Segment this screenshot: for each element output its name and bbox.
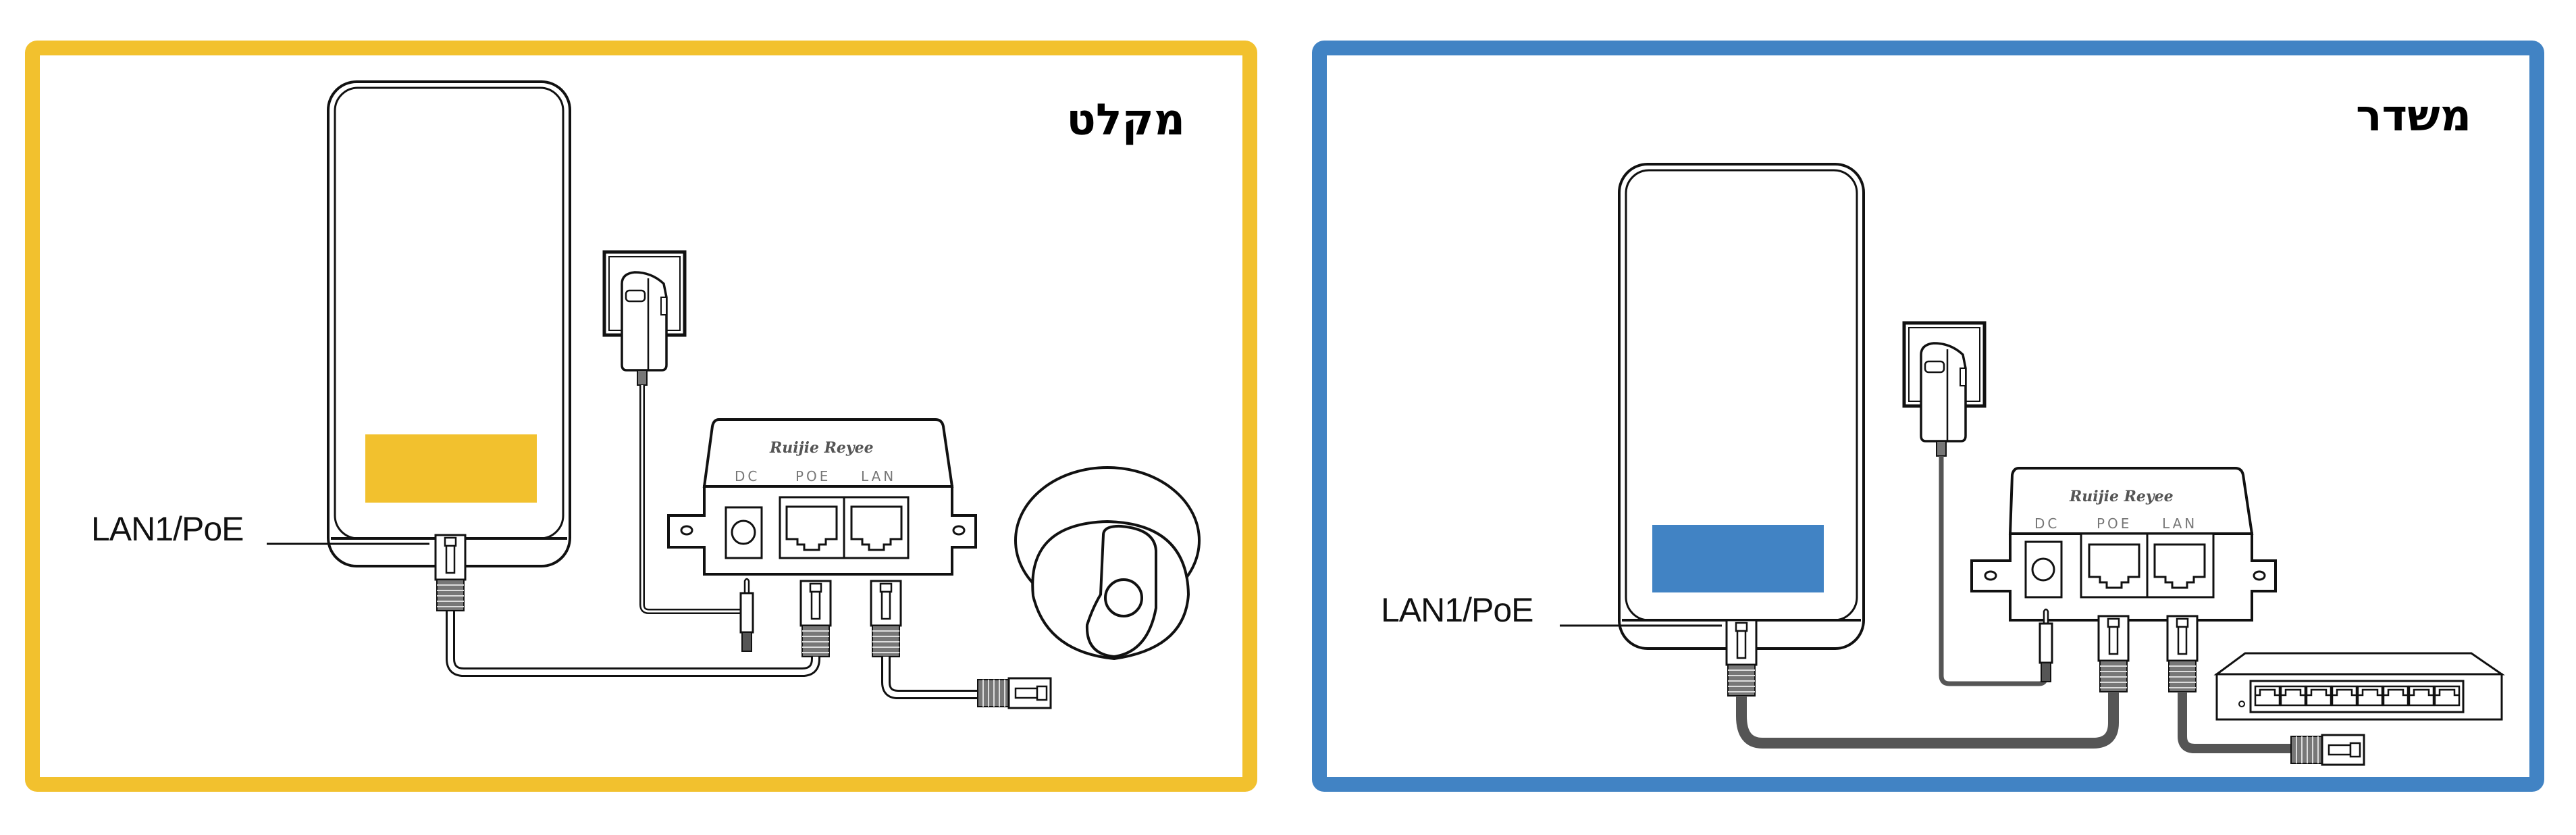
receiver-title: מקלט <box>1066 95 1185 145</box>
rj45-connector-icon <box>2290 734 2365 766</box>
transmitter-title: משדר <box>2356 91 2471 141</box>
rj45-connector-icon <box>1725 619 1758 697</box>
receiver-antenna <box>327 80 571 567</box>
rj45-connector-icon <box>799 580 832 658</box>
receiver-injector-port-poe: POE <box>795 468 831 484</box>
rj45-connector-icon <box>2097 615 2130 693</box>
transmitter-antenna <box>1618 163 1865 650</box>
receiver-injector-port-dc: DC <box>735 468 760 484</box>
dc-plug-icon <box>739 578 754 653</box>
receiver-poe-injector <box>667 418 977 576</box>
transmitter-injector-port-lan: LAN <box>2162 515 2198 532</box>
receiver-injector-port-lan: LAN <box>861 468 897 484</box>
power-adapter-icon <box>621 271 668 386</box>
transmitter-lan-port-label: LAN1/PoE <box>1381 591 1533 629</box>
transmitter-injector-port-poe: POE <box>2097 515 2132 532</box>
receiver-color-tag <box>365 434 537 503</box>
rj45-connector-icon <box>976 677 1052 709</box>
transmitter-color-tag <box>1652 525 1824 592</box>
rj45-connector-icon <box>2166 615 2199 693</box>
transmitter-poe-injector <box>1970 467 2277 622</box>
rj45-connector-icon <box>870 580 902 658</box>
receiver-injector-brand: Ruijie Reyee <box>770 439 874 457</box>
network-switch-icon <box>2213 652 2505 721</box>
rj45-connector-icon <box>434 534 467 612</box>
transmitter-injector-port-dc: DC <box>2034 515 2060 532</box>
dome-camera-icon <box>1014 466 1201 661</box>
power-adapter-icon <box>1920 342 1967 457</box>
transmitter-injector-brand: Ruijie Reyee <box>2070 488 2174 505</box>
receiver-lan-port-label: LAN1/PoE <box>91 510 244 548</box>
